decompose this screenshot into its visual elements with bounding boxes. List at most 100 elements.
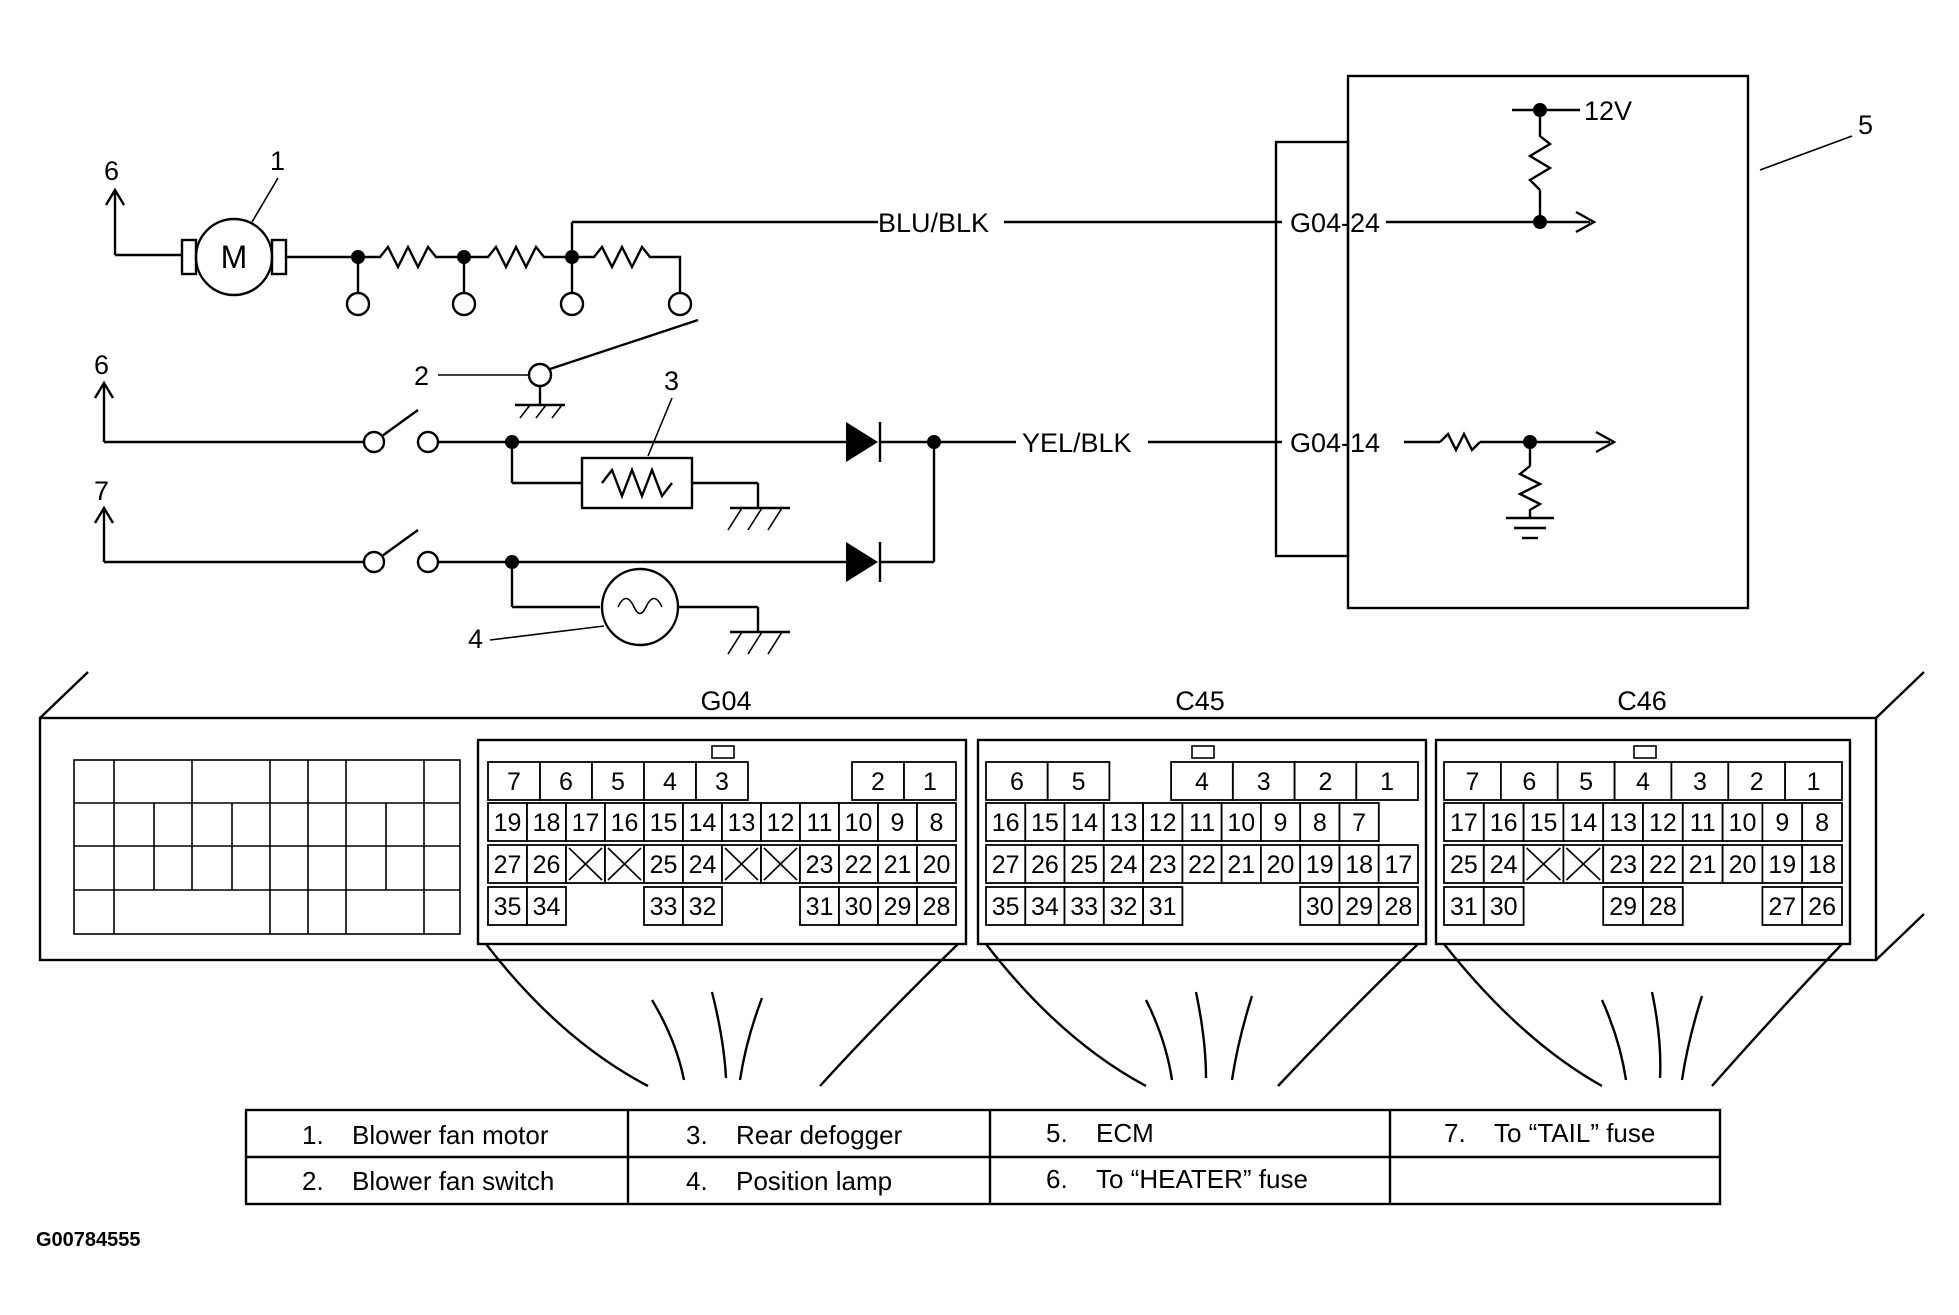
connector-pin-number: 15 (650, 809, 678, 837)
connector-pin-cell (1681, 802, 1724, 842)
connector-pin-cell (1761, 844, 1804, 884)
connector-pin-number: 27 (992, 851, 1020, 879)
connector-frame-c46 (1434, 738, 1852, 946)
connector-pin-number: 32 (689, 893, 717, 921)
ecm-terminal-g04-24: G04-24 (1290, 208, 1380, 238)
connector-pin-cell (1299, 886, 1341, 926)
connector-pin-cell (1613, 761, 1673, 801)
connector-pin-cell (695, 761, 749, 801)
connector-pin-number: 28 (1384, 893, 1412, 921)
callout-6-top: 6 (104, 156, 119, 186)
wire-label-blu-blk: BLU/BLK (878, 208, 989, 238)
connector-pin-number: 6 (1522, 768, 1536, 796)
harness-wires (485, 943, 1843, 1088)
connector-pin-number: 18 (533, 809, 561, 837)
connector-pin-number: 28 (1649, 893, 1677, 921)
connector-pin-cell (1260, 802, 1302, 842)
connector-pin-cell (539, 761, 593, 801)
resistor-2 (464, 244, 572, 270)
connector-pin-cell (877, 802, 918, 842)
connector-pin-cell (643, 761, 697, 801)
connector-pin-number: 1 (1380, 768, 1394, 796)
connector-pin-number: 12 (1149, 809, 1177, 837)
legend-num-4: 4. (686, 1166, 708, 1196)
legend-item-1: Blower fan motor (352, 1120, 549, 1150)
connector-pin-cell (1046, 761, 1111, 801)
position-lamp-symbol (600, 567, 680, 647)
blower-motor-symbol: M (180, 217, 288, 297)
connector-pin-cell (903, 761, 957, 801)
connector-pin-number: 20 (1729, 851, 1757, 879)
connector-pin-number: 5 (1072, 768, 1086, 796)
connector-pin-cell (985, 844, 1027, 884)
connector-pin-number: 17 (572, 809, 600, 837)
connector-name-c46: C46 (1617, 686, 1667, 716)
connector-pin-cell (1377, 844, 1419, 884)
connector-pin-cell (1260, 844, 1302, 884)
callout-5: 5 (1858, 110, 1873, 140)
callout-1: 1 (270, 146, 285, 176)
connector-pin-cell (1063, 844, 1105, 884)
connector-pin-cell (1102, 844, 1145, 884)
diode-2 (846, 542, 878, 582)
connector-name-c45: C45 (1175, 686, 1225, 716)
connector-pin-number: 34 (533, 893, 561, 921)
connector-pin-cell (1801, 802, 1843, 842)
connector-pin-number: 16 (1490, 809, 1518, 837)
legend-num-6: 6. (1046, 1164, 1068, 1194)
connector-pin-number: 4 (1195, 768, 1209, 796)
connector-pin-number: 29 (884, 893, 912, 921)
connector-pin-number: 23 (806, 851, 834, 879)
connector-pin-cell (1602, 844, 1644, 884)
connector-pin-number: 25 (1450, 851, 1478, 879)
connector-frame-c45 (976, 738, 1428, 946)
connector-pin-number: 18 (1808, 851, 1836, 879)
connector-pin-cell (1338, 802, 1380, 842)
callout-4: 4 (468, 624, 483, 654)
connector-pin-cell (526, 802, 567, 842)
connector-pin-number: 3 (715, 768, 729, 796)
connector-pin-number: 19 (1768, 851, 1796, 879)
wire-label-yel-blk: YEL/BLK (1022, 428, 1132, 458)
connector-pin-number: 8 (930, 809, 944, 837)
connector-pin-cell (1443, 761, 1502, 801)
connector-pin-number: 33 (1070, 893, 1098, 921)
connector-pin-number: 6 (559, 768, 573, 796)
legend-num-5: 5. (1046, 1118, 1068, 1148)
connector-pin-cell (916, 886, 957, 926)
legend-num-1: 1. (302, 1120, 324, 1150)
connector-pin-cell (1338, 886, 1380, 926)
connector-pin-number: 10 (1729, 809, 1757, 837)
connector-pin-cell (1170, 761, 1234, 801)
connector-pin-number: 12 (1649, 809, 1677, 837)
connector-pin-cell (1181, 844, 1223, 884)
connector-pin-number: 2 (871, 768, 885, 796)
connector-pin-number: 3 (1693, 768, 1707, 796)
blank-pin-mark (568, 847, 603, 881)
connector-pin-number: 6 (1010, 768, 1024, 796)
connector-pin-number: 25 (1070, 851, 1098, 879)
blower-fan-switch: 2 (414, 318, 699, 419)
connector-pin-number: 18 (1345, 851, 1373, 879)
resistor-3 (572, 244, 682, 292)
connector-pin-number: 31 (1450, 893, 1478, 921)
connector-pin-cell (1338, 844, 1380, 884)
connector-pin-cell (487, 761, 541, 801)
connector-pin-number: 24 (689, 851, 717, 879)
connector-pin-number: 29 (1345, 893, 1373, 921)
connector-pin-number: 2 (1318, 768, 1332, 796)
ecm-pullup-resistor (1527, 110, 1553, 191)
connector-pin-cell (1355, 761, 1419, 801)
connector-pin-cell (1232, 761, 1296, 801)
connector-pin-number: 31 (1149, 893, 1177, 921)
connector-pin-number: 19 (494, 809, 522, 837)
connector-pin-number: 25 (650, 851, 678, 879)
connector-pin-number: 11 (1690, 809, 1716, 837)
connector-pin-number: 31 (806, 893, 834, 921)
connector-pin-cell (916, 802, 957, 842)
connector-pin-number: 17 (1384, 851, 1412, 879)
connector-pin-number: 3 (1257, 768, 1271, 796)
ecm-block: G04-24 12V G04-14 5 (1274, 74, 1873, 610)
connector-pin-cell (1602, 802, 1644, 842)
